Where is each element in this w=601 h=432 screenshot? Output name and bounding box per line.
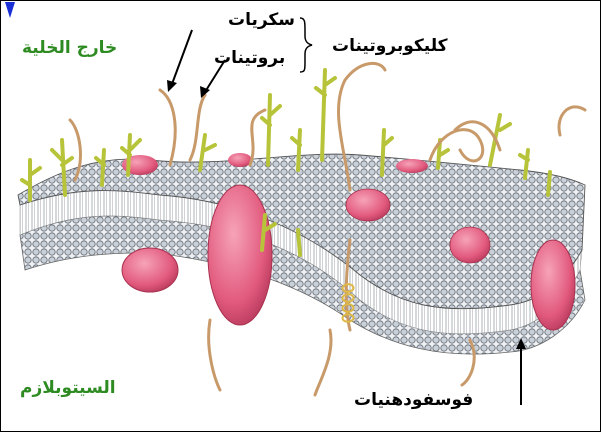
cytoplasm-label: السيتوبلازم [20,378,116,398]
proteins-label: بروتينات [214,48,285,68]
protein-right [450,227,490,263]
protein-right-bottom [531,240,575,330]
glycoproteins-label: كليكوبروتينات [332,36,448,56]
protein-large-left [208,185,272,325]
protein-bottom-left [122,248,178,292]
phospholipids-label: فوسفودهنيات [354,390,473,410]
protein-top-3 [396,159,428,173]
outside-cell-label: خارج الخلية [22,38,117,58]
protein-mid [346,189,390,221]
sugars-label: سكريات [228,10,295,30]
brace [300,18,312,72]
protein-top-2 [228,153,252,167]
blue-marker [5,2,15,18]
